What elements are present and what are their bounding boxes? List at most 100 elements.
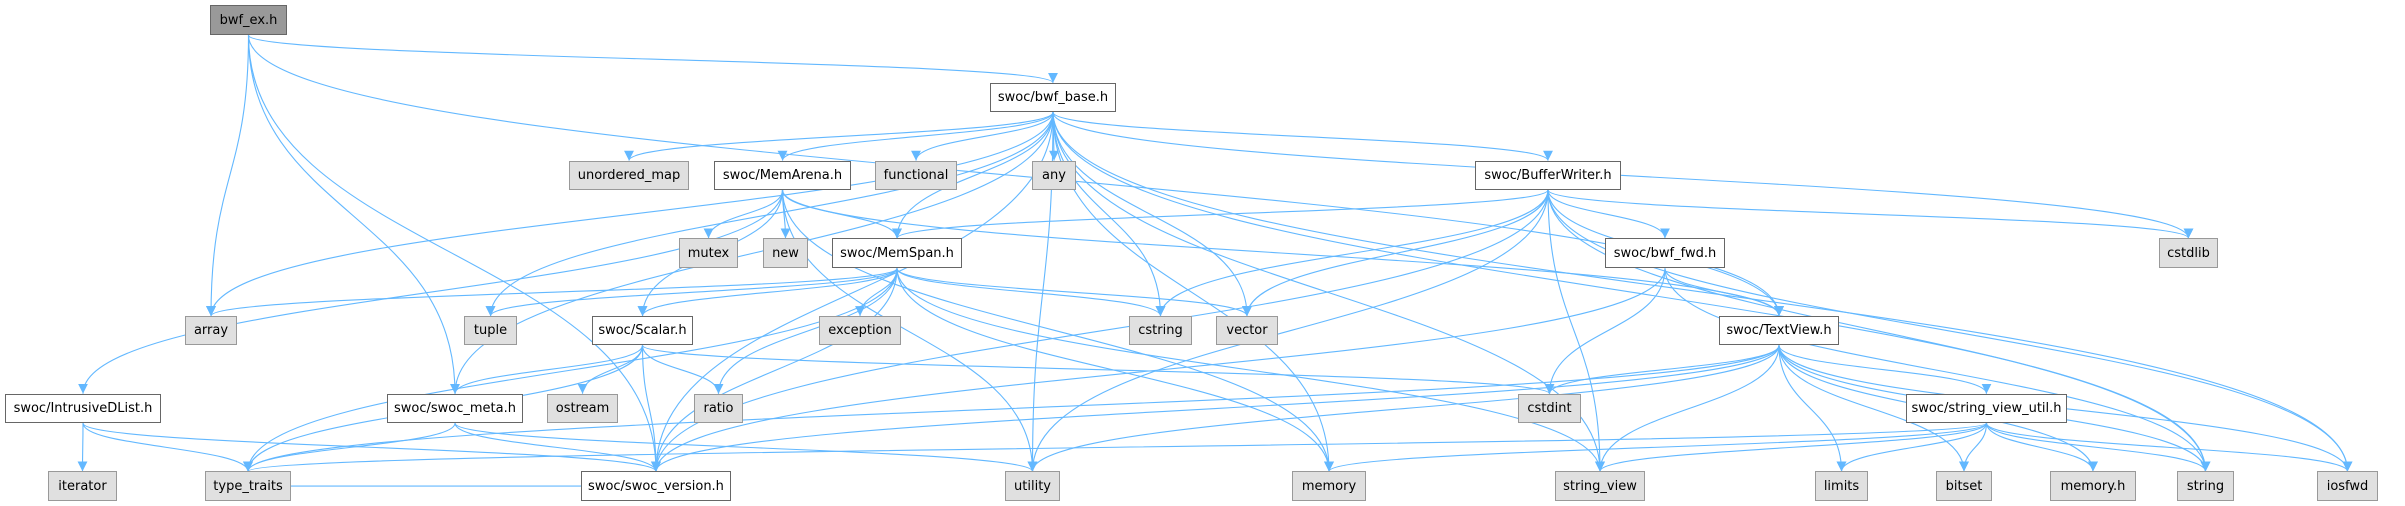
- node-unordered-map: unordered_map: [569, 160, 689, 190]
- node-IntrusiveDList[interactable]: swoc/IntrusiveDList.h: [5, 393, 161, 424]
- edge-bwf_fwd-to-cstdint: [1544, 268, 1666, 394]
- node-bwf-base[interactable]: swoc/bwf_base.h: [990, 82, 1116, 113]
- edge-Scalar-to-ostream: [577, 345, 644, 394]
- edge-BufferWriter-to-bwf_fwd: [1547, 189, 1670, 239]
- node-cstdlib: cstdlib: [2159, 238, 2218, 269]
- edge-string_view_util-to-string_view: [1595, 422, 1988, 472]
- node-array: array: [185, 316, 237, 346]
- edge-TextView-to-cstdint: [1544, 345, 1780, 394]
- edge-Scalar-to-cstdint: [641, 344, 1555, 395]
- edge-TextView-to-utility: [1027, 345, 1780, 472]
- node-iterator: iterator: [48, 471, 117, 501]
- edge-swoc_meta-to-swoc_version: [454, 422, 661, 472]
- node-string-view: string_view: [1555, 471, 1645, 501]
- edge-TextView-to-string_view_util: [1778, 345, 1992, 394]
- node-utility: utility: [1005, 471, 1060, 501]
- edge-TextView-to-limits: [1778, 345, 1847, 472]
- node-bwf-ex[interactable]: bwf_ex.h: [210, 5, 287, 36]
- node-TextView[interactable]: swoc/TextView.h: [1719, 316, 1839, 346]
- edge-bwf_base-to-swoc_meta: [450, 112, 1054, 394]
- edge-bwf_base-to-tuple: [485, 112, 1054, 317]
- edge-MemArena-to-mutex: [703, 189, 784, 239]
- edge-bwf_base-to-array: [206, 112, 1054, 317]
- edge-bwf_fwd-to-string: [1664, 268, 2211, 472]
- edge-Scalar-to-ratio: [641, 345, 724, 394]
- edge-bwf_ex-to-bwf_base: [247, 34, 1058, 84]
- edge-bwf_base-to-unordered_map: [624, 111, 1054, 162]
- edge-TextView-to-string_view: [1595, 345, 1780, 472]
- node-ratio: ratio: [694, 393, 743, 424]
- edge-bwf_base-to-swoc_version: [651, 112, 1054, 472]
- node-swoc-version[interactable]: swoc/swoc_version.h: [581, 471, 731, 501]
- node-MemSpan[interactable]: swoc/MemSpan.h: [832, 238, 962, 269]
- edge-BufferWriter-to-iosfwd: [1547, 189, 2353, 472]
- node-exception: exception: [819, 316, 901, 346]
- edge-string_view_util-to-memory_h: [1985, 422, 2098, 472]
- edge-MemSpan-to-cstring: [896, 268, 1166, 317]
- node-BufferWriter[interactable]: swoc/BufferWriter.h: [1475, 160, 1621, 190]
- edge-bwf_base-to-iosfwd: [1052, 112, 2353, 472]
- node-string-view-util[interactable]: swoc/string_view_util.h: [1906, 393, 2067, 424]
- node-new: new: [763, 238, 808, 269]
- node-functional: functional: [875, 160, 957, 190]
- edge-string_view_util-to-string: [1985, 422, 2211, 472]
- edge-Scalar-to-swoc_version: [641, 345, 661, 472]
- edge-MemSpan-to-swoc_version: [651, 268, 898, 472]
- node-iosfwd: iosfwd: [2317, 471, 2378, 501]
- node-Scalar[interactable]: swoc/Scalar.h: [592, 316, 693, 346]
- edge-bwf_ex-to-swoc_meta: [247, 35, 460, 394]
- node-vector: vector: [1216, 316, 1278, 346]
- edge-bwf_base-to-functional: [911, 112, 1054, 161]
- edge-MemSpan-to-tuple: [485, 267, 898, 317]
- edge-BufferWriter-to-utility: [1027, 189, 1549, 472]
- edge-MemSpan-to-vector: [896, 268, 1252, 317]
- edge-string_view_util-to-bitset: [1959, 423, 1988, 472]
- edge-TextView-to-swoc_version: [651, 345, 1780, 472]
- edge-BufferWriter-to-swoc_version: [651, 189, 1549, 472]
- node-limits: limits: [1815, 471, 1868, 501]
- edge-IntrusiveDList-to-swoc_version: [82, 422, 661, 472]
- edge-bwf_base-to-MemArena: [777, 112, 1054, 161]
- edge-bwf_ex-to-array: [206, 35, 250, 317]
- edge-bwf_base-to-string: [1052, 112, 2211, 472]
- edge-string_view_util-to-type_traits: [243, 422, 1988, 472]
- edge-bwf_base-to-vector: [1052, 112, 1252, 317]
- edge-BufferWriter-to-MemSpan: [892, 189, 1549, 239]
- node-any: any: [1032, 160, 1076, 190]
- edge-BufferWriter-to-cstring: [1155, 189, 1549, 317]
- node-bitset: bitset: [1936, 471, 1992, 501]
- edge-MemArena-to-memory: [781, 189, 1334, 472]
- edge-BufferWriter-to-string: [1547, 189, 2211, 472]
- edge-swoc_meta-to-type_traits: [243, 422, 456, 472]
- edge-IntrusiveDList-to-iterator: [77, 423, 88, 472]
- node-MemArena[interactable]: swoc/MemArena.h: [714, 160, 851, 190]
- node-cstdint: cstdint: [1518, 393, 1581, 424]
- node-memory-h: memory.h: [2050, 471, 2136, 501]
- edge-swoc_meta-to-utility: [454, 422, 1038, 472]
- node-swoc-meta[interactable]: swoc/swoc_meta.h: [387, 393, 523, 424]
- edge-bwf_base-to-memory: [1052, 112, 1334, 472]
- edge-bwf_base-to-cstring: [1052, 112, 1166, 317]
- edge-TextView-to-type_traits: [243, 345, 1780, 472]
- edge-Scalar-to-swoc_meta: [450, 345, 644, 394]
- edge-bwf_ex-to-swoc_version: [247, 35, 661, 472]
- node-type-traits: type_traits: [205, 471, 291, 501]
- edge-BufferWriter-to-vector: [1242, 189, 1549, 317]
- node-mutex: mutex: [679, 238, 738, 269]
- edge-BufferWriter-to-cstdlib: [1547, 189, 2194, 239]
- edge-MemSpan-to-ratio: [713, 268, 898, 394]
- edge-MemSpan-to-Scalar: [637, 268, 898, 317]
- node-tuple: tuple: [464, 316, 517, 346]
- node-cstring: cstring: [1129, 316, 1192, 346]
- edge-IntrusiveDList-to-type_traits: [82, 422, 253, 472]
- node-memory: memory: [1292, 471, 1366, 501]
- edge-MemSpan-to-array: [206, 267, 898, 317]
- edge-TextView-to-bitset: [1778, 345, 1969, 472]
- edge-bwf_base-to-MemSpan: [892, 112, 1054, 239]
- edge-string_view_util-to-iosfwd: [1985, 422, 2353, 472]
- node-bwf-fwd[interactable]: swoc/bwf_fwd.h: [1605, 238, 1725, 269]
- edge-bwf_base-to-BufferWriter: [1052, 111, 1553, 162]
- edge-MemSpan-to-type_traits: [243, 268, 898, 472]
